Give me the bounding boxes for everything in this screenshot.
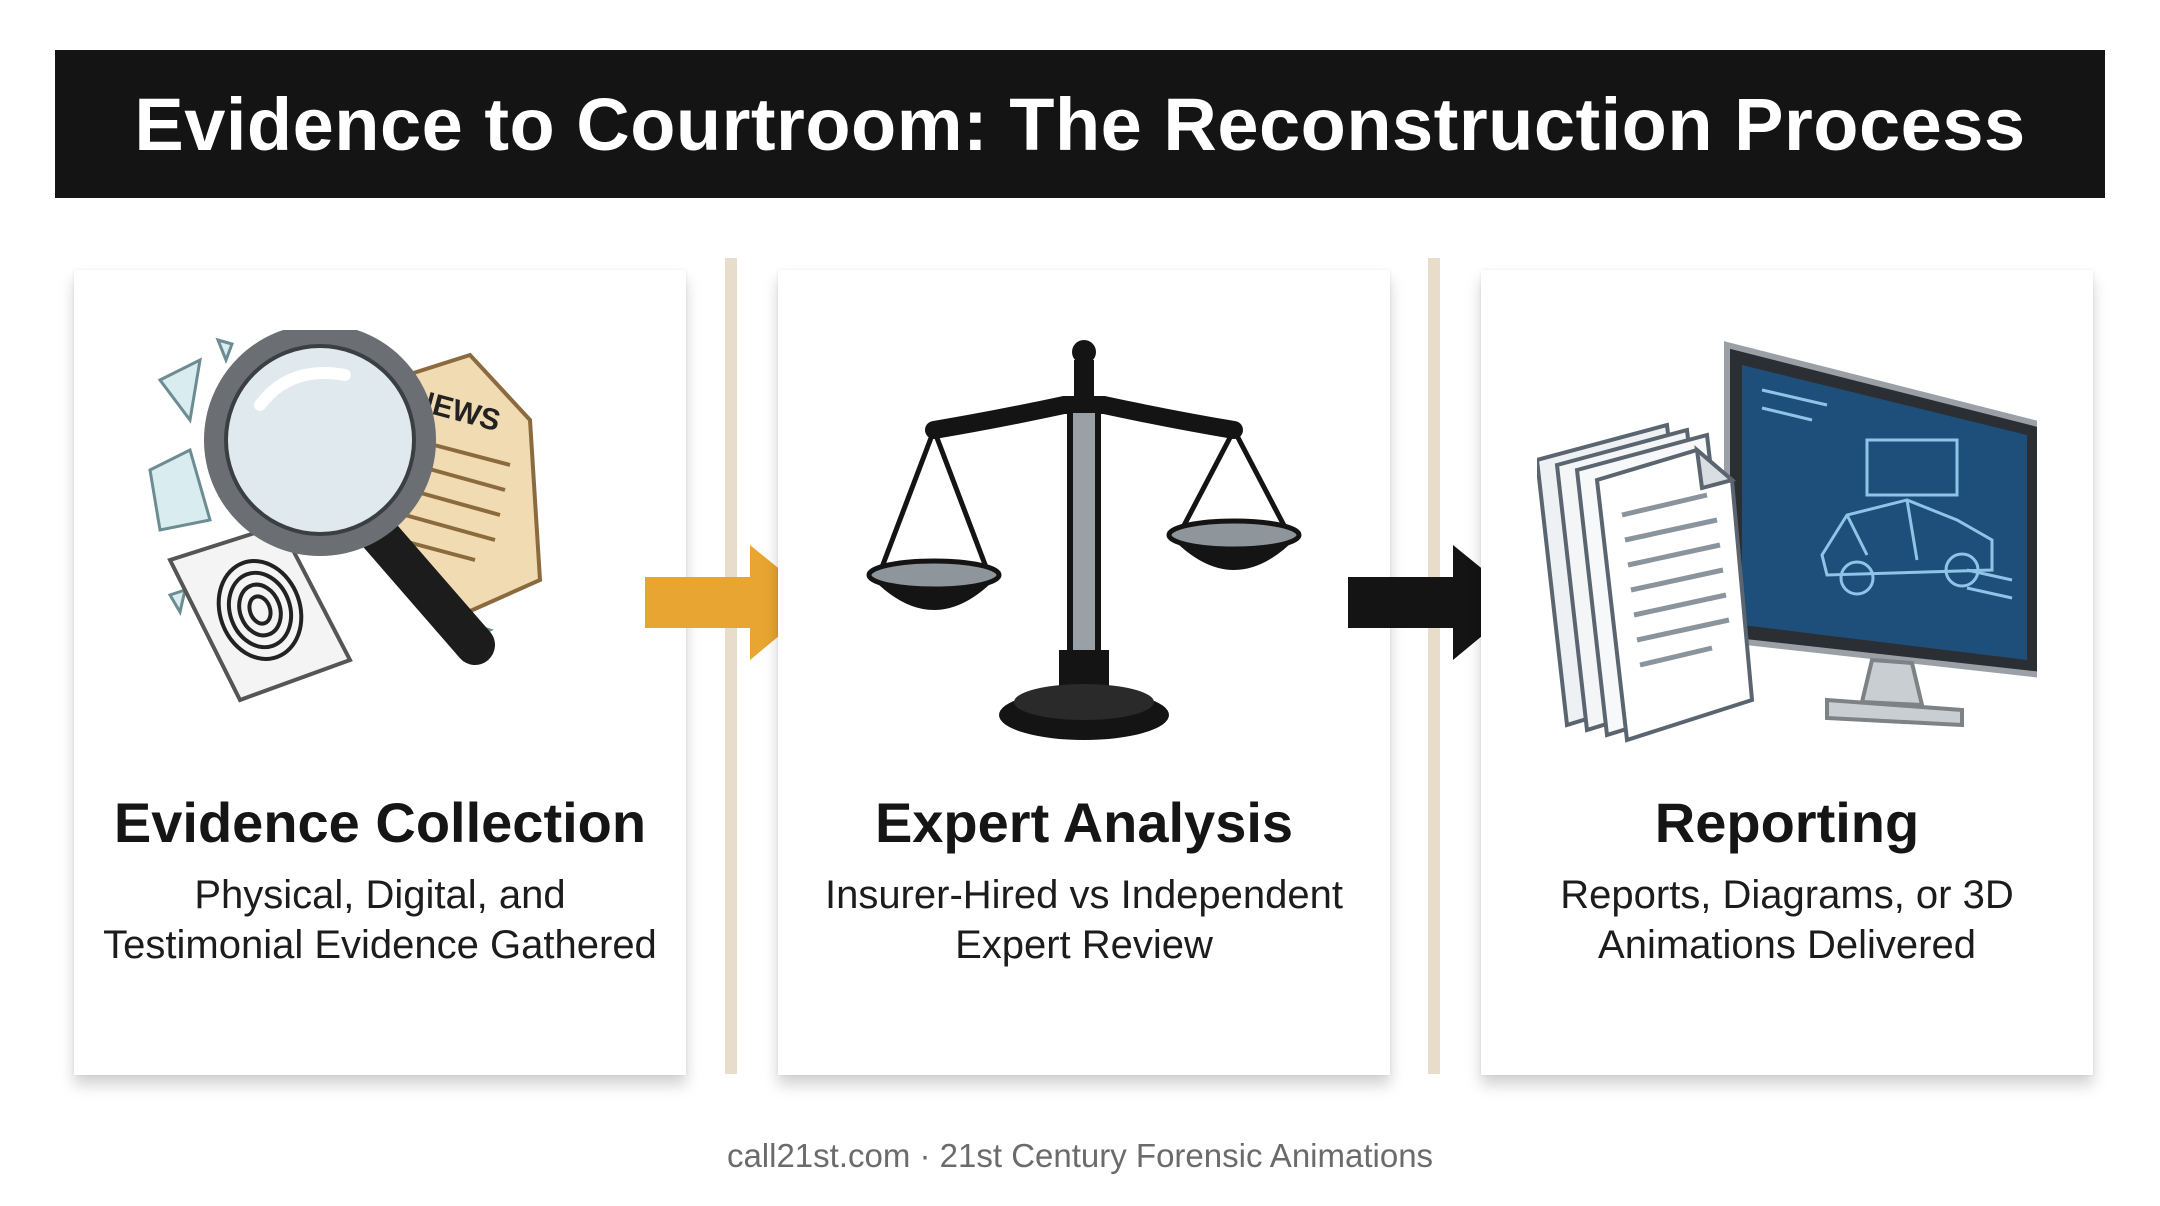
footer-credit: call21st.com · 21st Century Forensic Ani… bbox=[726, 1137, 1434, 1174]
arrow-right-icon bbox=[645, 545, 820, 660]
step-description: Physical, Digital, and Testimonial Evide… bbox=[103, 873, 657, 967]
step-heading: Evidence Collection bbox=[113, 791, 647, 854]
step-heading: Reporting bbox=[1654, 791, 1920, 854]
column-divider bbox=[725, 258, 737, 1074]
arrow-right-icon bbox=[1348, 545, 1523, 660]
page-title: Evidence to Courtroom: The Reconstructio… bbox=[134, 82, 2026, 166]
title-banner: Evidence to Courtroom: The Reconstructio… bbox=[55, 50, 2105, 198]
column-divider bbox=[1428, 258, 1440, 1074]
step-description: Reports, Diagrams, or 3D Animations Deli… bbox=[1560, 873, 2014, 967]
reports-monitor-3d-car-icon bbox=[1534, 330, 2045, 750]
step-description: Insurer-Hired vs Independent Expert Revi… bbox=[824, 873, 1344, 967]
magnifier-fingerprint-icon: NEWS bbox=[130, 324, 630, 750]
step-card-evidence-collection: NEWS Evidence Collection bbox=[74, 270, 686, 1075]
step-heading: Expert Analysis bbox=[874, 791, 1294, 854]
step-card-reporting: Reporting Reports, Diagrams, or 3D Anima… bbox=[1481, 270, 2093, 1075]
scales-of-justice-icon bbox=[834, 330, 1334, 750]
step-card-expert-analysis: Expert Analysis Insurer-Hired vs Indepen… bbox=[778, 270, 1390, 1075]
